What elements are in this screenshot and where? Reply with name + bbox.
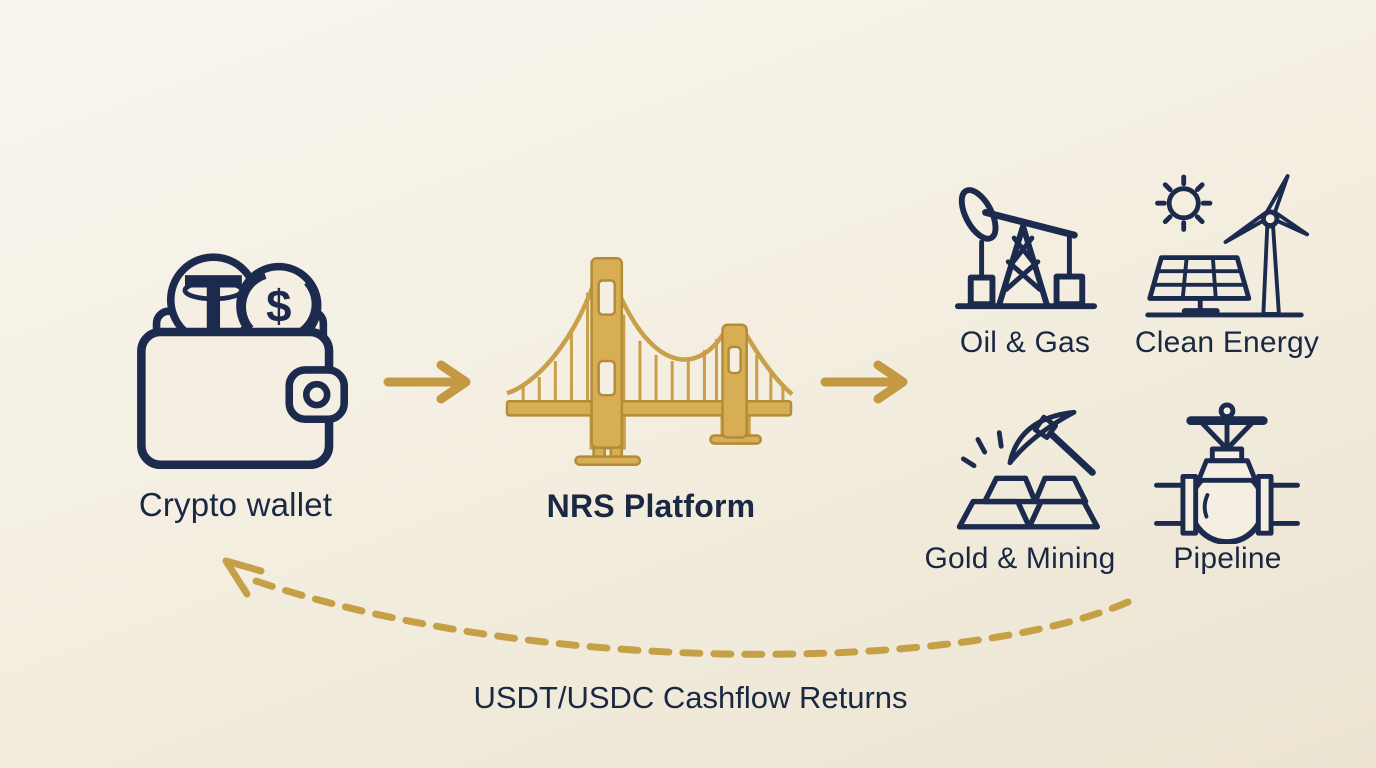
gold-bars-icon (956, 475, 1100, 530)
crypto-wallet-node: $ (130, 243, 348, 477)
pickaxe-icon (1007, 409, 1096, 476)
cashflow-returns-caption: USDT/USDC Cashflow Returns (473, 680, 908, 715)
gold-mining-node (942, 404, 1107, 539)
pumpjack-icon (954, 187, 1098, 310)
pipe-valve-icon (1154, 402, 1300, 544)
return-arrowhead (222, 557, 265, 598)
sparkle-lines (960, 430, 1004, 469)
oil-gas-label: Oil & Gas (959, 326, 1091, 359)
gold-mining-label: Gold & Mining (924, 542, 1116, 575)
bridge-deck (505, 400, 793, 417)
sun-solar-wind-turbine-icon (1145, 174, 1310, 318)
bridge-towers (590, 257, 748, 449)
solar-panel-icon (1147, 255, 1252, 314)
nrs-platform-label: NRS Platform (546, 488, 756, 524)
pipeline-node (1153, 402, 1301, 544)
sun-icon (1155, 174, 1213, 232)
cashflow-return-arrow (222, 557, 1132, 658)
flow-arrow-right-1 (383, 360, 471, 404)
wind-turbine-icon (1223, 174, 1310, 316)
wallet-clasp (285, 366, 348, 424)
pickaxe-gold-bars-icon (956, 409, 1100, 530)
suspension-bridge-icon (505, 257, 794, 466)
flow-arrow-right-2 (820, 360, 908, 404)
nrs-platform-node (503, 252, 795, 472)
dollar-symbol: $ (266, 281, 291, 332)
pipeline-label: Pipeline (1173, 542, 1282, 575)
clean-energy-label: Clean Energy (1134, 326, 1320, 359)
clean-energy-node (1140, 172, 1310, 318)
wallet-icon: $ (137, 253, 348, 469)
oil-gas-node (952, 176, 1100, 316)
crypto-wallet-label: Crypto wallet (138, 486, 333, 523)
